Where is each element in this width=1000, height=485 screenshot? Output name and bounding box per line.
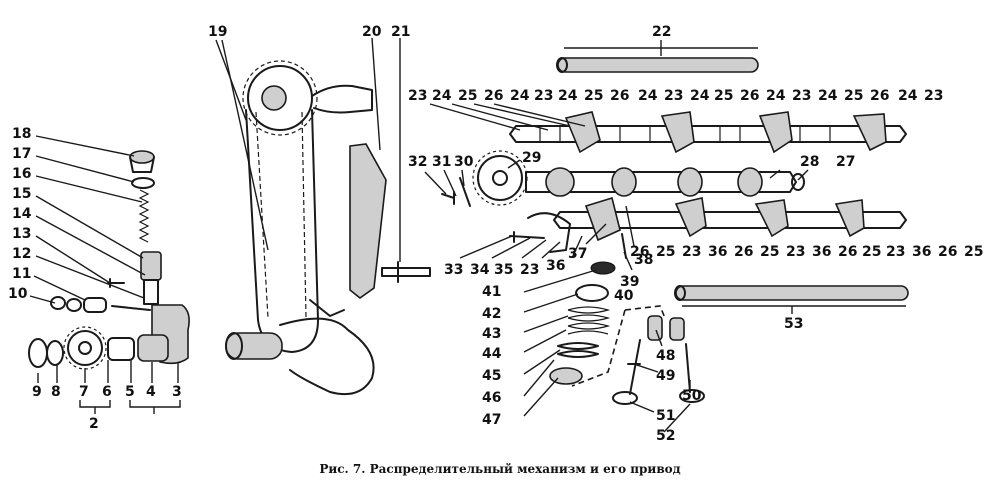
label-32: 32 [408, 154, 427, 170]
label-47: 47 [482, 412, 501, 428]
label-11: 11 [12, 266, 31, 282]
label-52: 52 [656, 428, 675, 444]
timing-chain-assembly [225, 60, 431, 396]
label-24d: 24 [638, 88, 658, 104]
label-36a: 36 [546, 258, 565, 274]
leaders-right [424, 103, 809, 433]
label-50: 50 [682, 388, 702, 404]
label-24h: 24 [898, 88, 918, 104]
label-26d: 26 [870, 88, 889, 104]
label-23a: 23 [408, 88, 427, 104]
label-48: 48 [656, 348, 675, 364]
label-25b: 25 [584, 88, 603, 104]
label-26f: 26 [734, 244, 753, 260]
label-23g: 23 [682, 244, 701, 260]
label-46: 46 [482, 390, 501, 406]
label-22: 22 [652, 24, 671, 40]
label-36d: 36 [912, 244, 931, 260]
label-7: 7 [79, 384, 89, 400]
label-25d: 25 [844, 88, 863, 104]
label-34: 34 [470, 262, 490, 278]
label-29: 29 [522, 150, 541, 166]
label-24a: 24 [432, 88, 452, 104]
leaders-left [29, 135, 181, 414]
label-21: 21 [391, 24, 410, 40]
label-40: 40 [614, 288, 634, 304]
label-26h: 26 [938, 244, 957, 260]
label-23d: 23 [792, 88, 811, 104]
label-36b: 36 [708, 244, 727, 260]
label-19: 19 [208, 24, 227, 40]
distributor-drive-assembly [28, 150, 190, 370]
label-35: 35 [494, 262, 513, 278]
rocker-shaft-lower [509, 196, 907, 259]
label-43: 43 [482, 326, 501, 342]
label-2: 2 [89, 416, 99, 432]
label-10: 10 [8, 286, 28, 302]
label-51: 51 [656, 408, 675, 424]
label-36c: 36 [812, 244, 831, 260]
label-24e: 24 [690, 88, 710, 104]
label-26c: 26 [740, 88, 759, 104]
label-28: 28 [800, 154, 819, 170]
label-30: 30 [454, 154, 474, 170]
label-23b: 23 [534, 88, 553, 104]
label-37: 37 [568, 246, 587, 262]
callout-labels: 18 17 16 15 14 13 12 11 10 9 8 7 6 5 4 3… [8, 24, 983, 444]
label-33: 33 [444, 262, 463, 278]
camshaft [441, 150, 805, 207]
label-4: 4 [146, 384, 156, 400]
label-38: 38 [634, 252, 653, 268]
label-24c: 24 [558, 88, 578, 104]
label-26e: 26 [630, 244, 649, 260]
label-13: 13 [12, 226, 31, 242]
label-20: 20 [362, 24, 382, 40]
label-25a: 25 [458, 88, 477, 104]
valve-spring-group [549, 261, 705, 405]
label-8: 8 [51, 384, 61, 400]
label-45: 45 [482, 368, 501, 384]
label-24g: 24 [818, 88, 838, 104]
label-23i: 23 [886, 244, 905, 260]
label-16: 16 [12, 166, 31, 182]
label-27: 27 [836, 154, 855, 170]
label-49: 49 [656, 368, 675, 384]
label-44: 44 [482, 346, 502, 362]
label-23e: 23 [924, 88, 943, 104]
label-23f: 23 [520, 262, 539, 278]
label-26g: 26 [838, 244, 857, 260]
label-41: 41 [482, 284, 501, 300]
label-18: 18 [12, 126, 31, 142]
label-25g: 25 [862, 244, 881, 260]
rocker-shaft-upper [509, 40, 907, 154]
label-25f: 25 [760, 244, 779, 260]
figure-caption: Рис. 7. Распределительный механизм и его… [319, 462, 681, 476]
label-15: 15 [12, 186, 31, 202]
leaders-center [215, 37, 401, 262]
label-23h: 23 [786, 244, 805, 260]
label-39: 39 [620, 274, 639, 290]
label-6: 6 [102, 384, 112, 400]
label-25e: 25 [656, 244, 675, 260]
label-26a: 26 [484, 88, 503, 104]
label-42: 42 [482, 306, 501, 322]
label-14: 14 [12, 206, 32, 222]
label-31: 31 [432, 154, 451, 170]
label-3: 3 [172, 384, 182, 400]
label-5: 5 [125, 384, 135, 400]
label-25h: 25 [964, 244, 983, 260]
label-53: 53 [784, 316, 803, 332]
label-24f: 24 [766, 88, 786, 104]
label-24b: 24 [510, 88, 530, 104]
label-26b: 26 [610, 88, 629, 104]
pushrod-53 [674, 285, 909, 314]
label-23c: 23 [664, 88, 683, 104]
label-12: 12 [12, 246, 31, 262]
label-17: 17 [12, 146, 31, 162]
label-25c: 25 [714, 88, 733, 104]
label-9: 9 [32, 384, 42, 400]
